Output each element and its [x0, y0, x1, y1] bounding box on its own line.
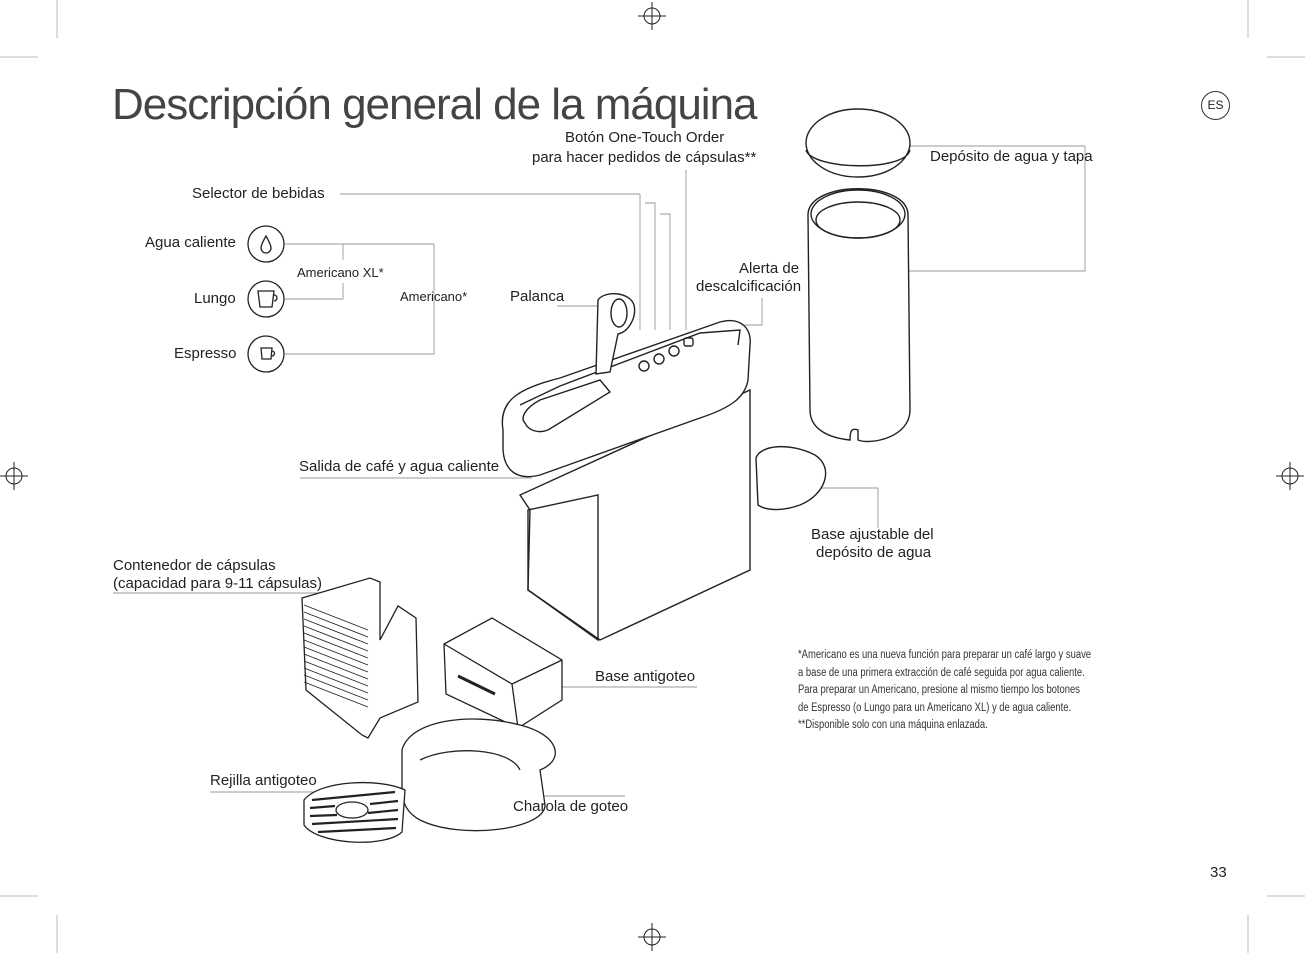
label-drip-base: Base antigoteo: [595, 668, 696, 685]
label-descaling-line1: Alerta de: [739, 260, 800, 277]
label-americano-xl: Americano XL*: [297, 265, 384, 280]
label-tank-base-line2: depósito de agua: [816, 544, 932, 561]
footnotes: *Americano es una nueva función para pre…: [798, 647, 1155, 735]
label-capsule-line1: Contenedor de cápsulas: [113, 557, 276, 574]
footnote-line: *Americano es una nueva función para pre…: [798, 649, 1092, 661]
label-descaling-line2: descalcificación: [696, 278, 802, 295]
footnote-line: a base de una primera extracción de café…: [798, 666, 1085, 679]
label-lungo: Lungo: [194, 290, 236, 307]
label-palanca: Palanca: [510, 288, 565, 305]
label-americano: Americano*: [400, 289, 468, 304]
label-drip-tray: Charola de goteo: [513, 798, 629, 815]
label-one-touch-line1: Botón One-Touch Order: [565, 129, 725, 146]
label-water-tank: Depósito de agua y tapa: [930, 148, 1093, 165]
language-badge: ES: [1201, 91, 1230, 120]
footnote-line: Para preparar un Americano, presione al …: [798, 684, 1081, 696]
label-hot-water: Agua caliente: [145, 234, 236, 251]
footnote-line: de Espresso (o Lungo para un Americano X…: [798, 701, 1072, 714]
page-number: 33: [1210, 864, 1227, 881]
label-espresso: Espresso: [174, 345, 237, 362]
page-title: Descripción general de la máquina: [112, 80, 758, 129]
label-tank-base-line1: Base ajustable del: [811, 526, 934, 543]
footnote-line: **Disponible solo con una máquina enlaza…: [798, 719, 988, 731]
label-drip-grid: Rejilla antigoteo: [210, 772, 317, 789]
label-selector: Selector de bebidas: [192, 185, 325, 202]
label-one-touch-line2: para hacer pedidos de cápsulas**: [532, 149, 757, 166]
label-capsule-line2: (capacidad para 9-11 cápsulas): [113, 575, 323, 592]
label-outlet: Salida de café y agua caliente: [299, 458, 500, 475]
